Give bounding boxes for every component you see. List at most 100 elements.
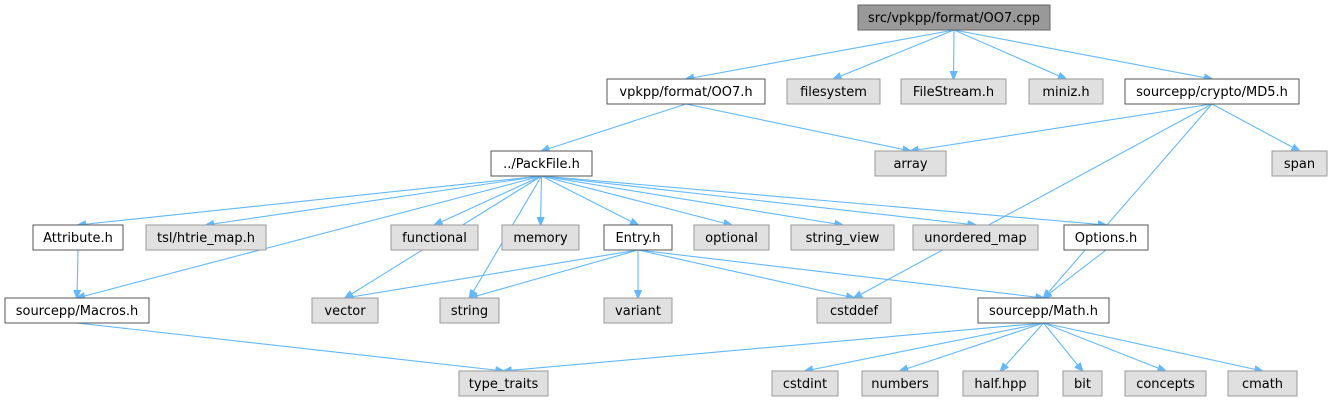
node-label: vector (324, 304, 366, 319)
edge-line (541, 175, 639, 225)
edge-line (504, 322, 1044, 371)
edge-entry-to-math (637, 249, 1044, 298)
node-label: concepts (1136, 377, 1195, 392)
edge-line (685, 103, 911, 151)
edge-line (541, 175, 976, 225)
edge-packfile-to-attribute (78, 175, 542, 225)
node-attribute[interactable]: Attribute.h (32, 224, 124, 251)
node-box (816, 297, 892, 324)
node-label: memory (513, 231, 568, 246)
node-half: half.hpp (962, 370, 1039, 397)
edge-line (541, 175, 1107, 225)
node-label: Options.h (1075, 231, 1138, 246)
node-box (603, 297, 673, 324)
node-box (311, 297, 379, 324)
node-box (32, 224, 124, 251)
edge-line (953, 29, 1212, 79)
node-box (962, 370, 1039, 397)
edge-line (541, 175, 732, 225)
node-label: src/vpkpp/format/OO7.cpp (868, 11, 1040, 26)
edge-entry-to-cstddef (637, 249, 854, 298)
edge-line (206, 175, 542, 225)
node-label: tsl/htrie_map.h (157, 231, 255, 246)
edge-packfile-to-memory (541, 175, 542, 225)
node-label: numbers (871, 377, 929, 392)
edge-packfile-to-string_view (541, 175, 843, 225)
edge-math-to-bit (1043, 322, 1083, 371)
node-label: bit (1074, 377, 1091, 392)
node-label: filesystem (800, 85, 867, 100)
node-label: sourcepp/Macros.h (16, 304, 139, 319)
node-box (1271, 150, 1328, 177)
node-type_traits: type_traits (458, 370, 549, 397)
node-label: array (893, 157, 927, 172)
edge-root-to-md5 (953, 29, 1212, 79)
edge-entry-to-vector (345, 249, 639, 298)
node-label: sourcepp/crypto/MD5.h (1136, 85, 1288, 100)
node-packfile[interactable]: ../PackFile.h (490, 150, 593, 177)
node-box (606, 78, 766, 105)
edge-line (345, 249, 639, 298)
node-box (1028, 78, 1104, 105)
node-label: vpkpp/format/OO7.h (619, 85, 752, 100)
node-span: span (1271, 150, 1328, 177)
edge-line (911, 103, 1213, 151)
node-box (861, 370, 939, 397)
node-box (790, 224, 895, 251)
node-label: unordered_map (924, 231, 1027, 246)
node-math[interactable]: sourcepp/Math.h (977, 297, 1110, 324)
node-bit: bit (1062, 370, 1103, 397)
node-box (874, 150, 947, 177)
node-box (900, 78, 1007, 105)
node-label: optional (705, 231, 758, 246)
node-cstdint: cstdint (771, 370, 839, 397)
edge-line (953, 29, 1066, 79)
node-box (603, 224, 673, 251)
edge-line (78, 175, 542, 225)
edge-md5-to-span (1211, 103, 1300, 151)
node-macros[interactable]: sourcepp/Macros.h (4, 297, 150, 324)
node-cmath: cmath (1227, 370, 1298, 397)
node-md5[interactable]: sourcepp/crypto/MD5.h (1124, 78, 1300, 105)
edge-packfile-to-unordered_map (541, 175, 976, 225)
node-label: functional (402, 231, 467, 246)
node-oo7h[interactable]: vpkpp/format/OO7.h (606, 78, 766, 105)
node-functional: functional (390, 224, 479, 251)
edge-entry-to-string (470, 249, 639, 298)
edge-line (76, 322, 504, 371)
edge-line (854, 103, 1213, 298)
node-options[interactable]: Options.h (1063, 224, 1149, 251)
node-string_view: string_view (790, 224, 895, 251)
edge-md5-to-array (911, 103, 1213, 151)
node-box (771, 370, 839, 397)
edge-md5-to-math (1044, 103, 1213, 298)
node-box (458, 370, 549, 397)
edge-oo7h-to-packfile (542, 103, 687, 151)
node-label: string (451, 304, 488, 319)
node-box (1124, 78, 1300, 105)
edge-root-to-filestream (954, 29, 955, 79)
node-optional: optional (693, 224, 770, 251)
edge-packfile-to-entry (541, 175, 639, 225)
edge-line (1001, 322, 1044, 371)
node-miniz: miniz.h (1028, 78, 1104, 105)
node-box (501, 224, 580, 251)
node-label: FileStream.h (913, 85, 994, 100)
node-entry[interactable]: Entry.h (603, 224, 673, 251)
edge-line (954, 29, 955, 79)
edge-math-to-type_traits (504, 322, 1044, 371)
edge-md5-to-cstddef (854, 103, 1213, 298)
node-label: ../PackFile.h (503, 157, 580, 172)
node-box (786, 78, 881, 105)
node-string: string (439, 297, 500, 324)
edge-line (435, 175, 542, 225)
edge-packfile-to-htrie (206, 175, 542, 225)
node-root: src/vpkpp/format/OO7.cpp (857, 4, 1051, 31)
node-box (4, 297, 150, 324)
node-box (145, 224, 267, 251)
node-label: miniz.h (1042, 85, 1089, 100)
edge-line (637, 249, 1044, 298)
node-filesystem: filesystem (786, 78, 881, 105)
edge-math-to-half (1001, 322, 1044, 371)
edge-line (1044, 103, 1213, 298)
